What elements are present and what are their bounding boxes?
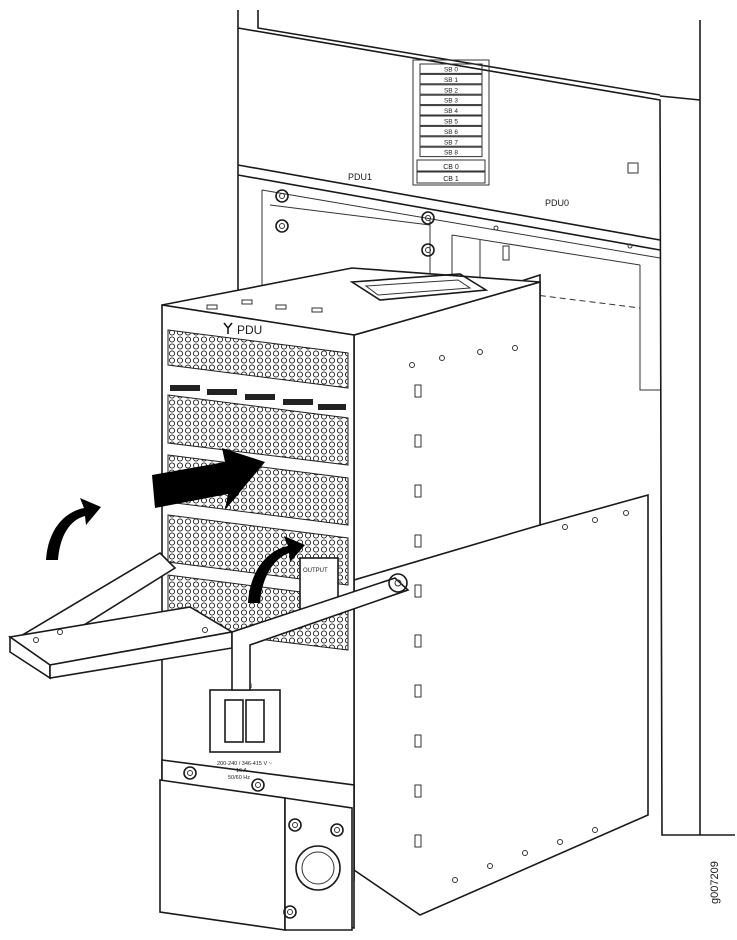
breaker-label: SB 2 (444, 87, 458, 94)
side-rivet (592, 827, 598, 833)
pdu1-slot-label: PDU1 (348, 172, 372, 182)
side-rivet (487, 863, 493, 869)
breaker-label: SB 6 (444, 129, 458, 136)
rotate-arrow-icon (248, 536, 305, 603)
rotate-arrow-icon (46, 498, 101, 560)
breaker-label: SB 8 (444, 150, 458, 157)
breaker-label-cell (419, 115, 483, 126)
rating-line: 50/60 Hz (228, 775, 250, 781)
side-vent-markings (409, 345, 629, 883)
breaker-label-cell (419, 105, 483, 116)
breaker-label: SB 5 (444, 119, 458, 126)
breaker-label: SB 7 (444, 139, 458, 146)
side-rivet (623, 510, 629, 516)
cb-label: CB 1 (443, 176, 459, 183)
pdu-screw (288, 818, 302, 832)
cb-label: CB 0 (443, 164, 459, 171)
side-rivet (477, 349, 483, 355)
breaker-label-cell (419, 84, 483, 95)
side-rivet (562, 524, 568, 530)
side-slot-mark (414, 784, 422, 798)
side-rivet (557, 839, 563, 845)
side-slot-mark (414, 584, 422, 598)
side-slot-mark (414, 534, 422, 548)
pdu-brand-label: PDU (237, 323, 262, 337)
breaker-label: SB 3 (444, 98, 458, 105)
side-slot-mark (414, 384, 422, 398)
side-slot-mark (414, 684, 422, 698)
pdu-handle-left (7, 551, 235, 680)
chassis-screw (421, 211, 435, 225)
pdu-module: PDU OUTPUT IN 200-240 / 346-415 V ~ 16 A… (159, 267, 649, 931)
pdu0-slot-label: PDU0 (545, 198, 569, 208)
status-led-strip (170, 385, 346, 410)
side-rivet (522, 850, 528, 856)
side-slot-mark (414, 834, 422, 848)
breaker-label: SB 4 (444, 108, 458, 115)
side-slot-mark (414, 484, 422, 498)
side-slot-mark (414, 434, 422, 448)
breaker-label-block: SB 0 SB 1 SB 2 SB 3 SB 4 SB 5 SB 6 SB 7 SB 8 CB … (412, 59, 490, 186)
pdu-screw (330, 823, 344, 837)
breaker-label-cell (419, 63, 483, 74)
breaker-label: SB 0 (444, 67, 458, 74)
side-rivet (409, 362, 415, 368)
input-breaker-switch: IN (209, 684, 281, 753)
breaker-label-cell (419, 94, 483, 106)
breaker-label-cell (419, 146, 483, 158)
insert-arrow-icon (152, 448, 265, 510)
chassis: SB 0 SB 1 SB 2 SB 3 SB 4 SB 5 SB 6 SB 7 SB 8 CB … (237, 10, 735, 920)
side-slot-mark (414, 734, 422, 748)
side-rivet (439, 355, 445, 361)
chassis-screw (275, 219, 289, 233)
output-label: OUTPUT (303, 568, 328, 574)
rating-line: 16 A (236, 768, 247, 774)
breaker-label-cell (419, 73, 483, 85)
rating-line: 200-240 / 346-415 V ~ (217, 761, 272, 767)
pdu-screw (251, 778, 265, 792)
chassis-screw (421, 243, 435, 257)
breaker-label-cell (419, 125, 483, 137)
figure-id: g007209 (709, 861, 721, 904)
pdu-screw (183, 766, 197, 780)
breaker-label-cell (419, 136, 483, 147)
side-slot-mark (414, 634, 422, 648)
side-rivet (592, 517, 598, 523)
side-rivet (452, 877, 458, 883)
pdu-screw (283, 905, 297, 919)
chassis-screw (275, 189, 289, 203)
power-cord-inlet (295, 845, 341, 891)
pdu-handle-right (231, 573, 410, 691)
pdu-brand-icon (223, 322, 233, 334)
side-rivet (512, 345, 518, 351)
breaker-label: SB 1 (444, 77, 458, 84)
